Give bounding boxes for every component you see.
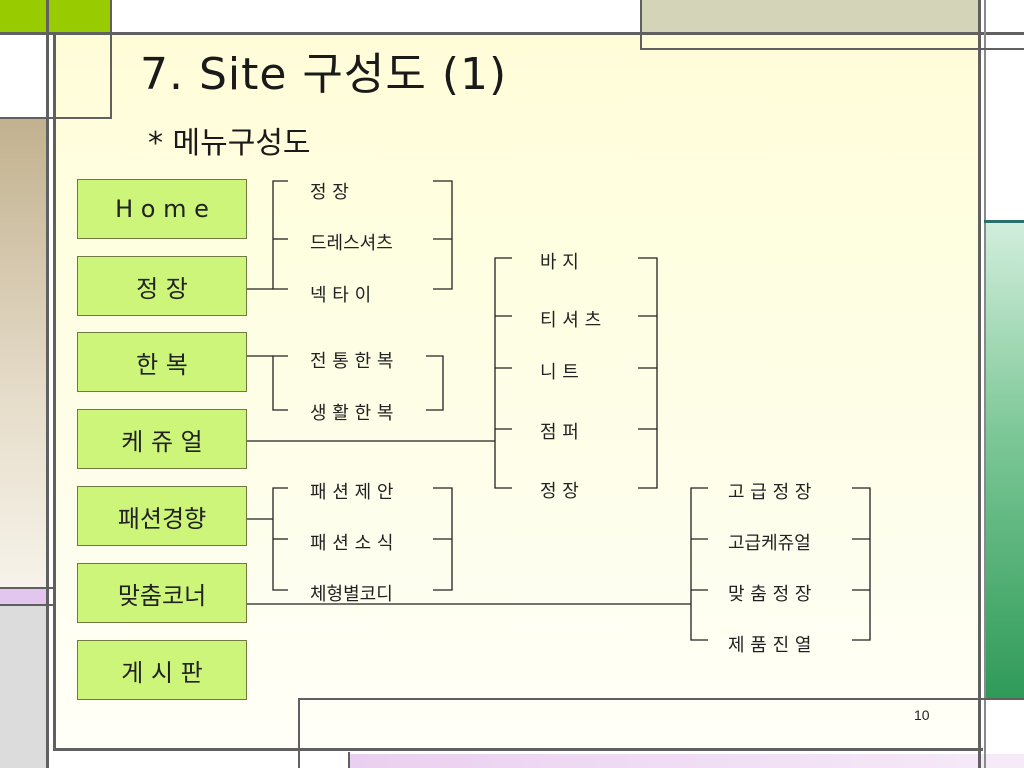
connector-casual-left (494, 257, 512, 489)
frame-line (0, 587, 56, 589)
frame-line (640, 48, 1024, 50)
menu-suit[interactable]: 정 장 (77, 256, 247, 316)
frame-line (348, 752, 350, 768)
connector-suit-right (433, 180, 453, 290)
menu-custom-corner[interactable]: 맞춤코너 (77, 563, 247, 623)
frame-line (53, 32, 56, 750)
submenu-suit-item[interactable]: 정 장 (310, 182, 349, 203)
lavender-bottom-strip (350, 754, 1024, 768)
connector-custom-right (852, 487, 871, 641)
olive-top-block (641, 0, 980, 34)
submenu-custom-item[interactable]: 제 품 진 열 (728, 635, 812, 656)
menu-board[interactable]: 게 시 판 (77, 640, 247, 700)
submenu-casual-item[interactable]: 니 트 (540, 362, 579, 383)
connector-casual-right (638, 257, 658, 489)
frame-line (46, 0, 49, 768)
tan-side-block (0, 118, 47, 588)
submenu-casual-item[interactable]: 바 지 (540, 252, 579, 273)
connector-hanbok-left (272, 355, 288, 411)
frame-line (0, 117, 112, 119)
submenu-casual-item[interactable]: 정 장 (540, 481, 579, 502)
submenu-fashion-item[interactable]: 패 션 제 안 (310, 482, 394, 503)
frame-line (978, 0, 981, 768)
submenu-suit-item[interactable]: 드레스셔츠 (310, 233, 393, 254)
frame-line (0, 604, 56, 606)
gray-lower-block (0, 606, 47, 768)
frame-line (110, 0, 112, 118)
frame-line (298, 698, 300, 768)
slide-subtitle: * 메뉴구성도 (148, 126, 311, 161)
submenu-casual-item[interactable]: 점 퍼 (540, 422, 579, 443)
submenu-custom-item[interactable]: 고급케쥬얼 (728, 533, 811, 554)
submenu-casual-item[interactable]: 티 셔 츠 (540, 310, 602, 331)
connector-hanbok-right (426, 355, 444, 411)
submenu-custom-item[interactable]: 맞 춤 정 장 (728, 584, 812, 605)
menu-home[interactable]: H o m e (77, 179, 247, 239)
frame-line (0, 32, 1024, 35)
frame-line (984, 0, 986, 768)
submenu-fashion-item[interactable]: 패 션 소 식 (310, 533, 394, 554)
submenu-fashion-item[interactable]: 체형별코디 (310, 584, 393, 605)
frame-line (53, 748, 983, 751)
connector-custom-left (690, 487, 708, 641)
lime-corner-block (0, 0, 110, 34)
slide-title: 7. Site 구성도 (1) (140, 49, 508, 100)
submenu-custom-item[interactable]: 고 급 정 장 (728, 482, 812, 503)
submenu-hanbok-item[interactable]: 생 활 한 복 (310, 403, 394, 424)
menu-fashion-trend[interactable]: 패션경향 (77, 486, 247, 546)
frame-line (640, 0, 642, 50)
menu-casual[interactable]: 케 쥬 얼 (77, 409, 247, 469)
connector-suit-left (272, 180, 288, 290)
frame-line (298, 698, 1024, 700)
frame-line (984, 220, 1024, 223)
submenu-suit-item[interactable]: 넥 타 이 (310, 285, 372, 306)
menu-hanbok[interactable]: 한 복 (77, 332, 247, 392)
green-right-block (984, 222, 1024, 700)
page-number: 10 (914, 707, 930, 723)
lavender-strip (0, 588, 47, 606)
submenu-hanbok-item[interactable]: 전 통 한 복 (310, 351, 394, 372)
